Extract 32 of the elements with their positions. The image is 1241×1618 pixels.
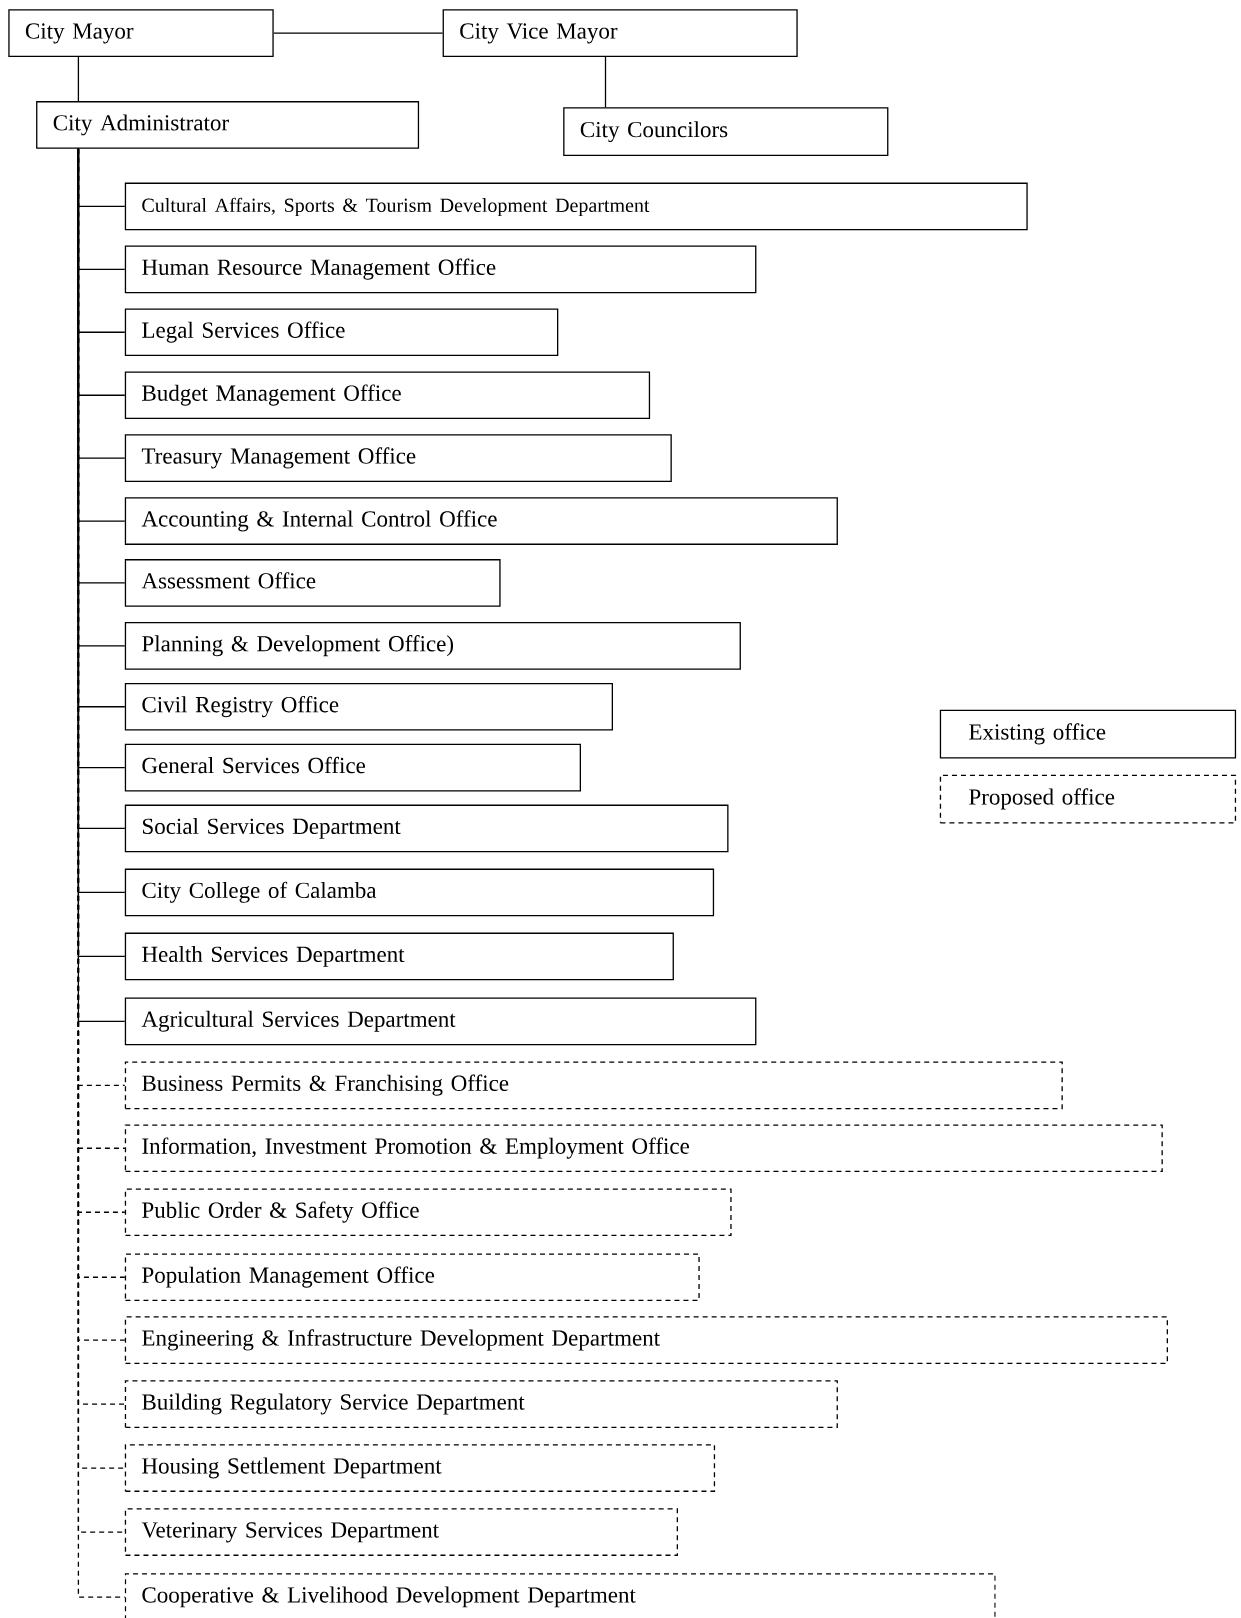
legend-item: Existing office [939,709,1237,759]
proposed-office-box: Veterinary Services Department [124,1508,678,1556]
office-box: General Services Office [124,743,581,792]
proposed-office-box: Engineering & Infrastructure Development Department [124,1316,1168,1364]
office-box: Social Services Department [124,804,729,853]
office-box: Assessment Office [124,559,501,607]
office-box: City Mayor [8,9,274,57]
proposed-office-box: Population Management Office [124,1253,700,1302]
proposed-office-box: Housing Settlement Department [124,1444,716,1492]
connector-line [77,56,80,102]
proposed-office-box: Information, Investment Promotion & Employment Office [124,1124,1163,1173]
office-box: Health Services Department [124,932,674,981]
office-box: Agricultural Services Department [124,997,757,1046]
proposed-office-box: Cooperative & Livelihood Development Department [124,1573,996,1618]
office-box: Human Resource Management Office [124,245,757,294]
office-box: Legal Services Office [124,308,559,357]
office-box: Civil Registry Office [124,682,613,731]
office-box: City Administrator [36,101,420,149]
proposed-office-box: Business Permits & Franchising Office [124,1061,1063,1110]
office-box: Accounting & Internal Control Office [124,497,838,545]
office-box: City Councilors [563,107,889,157]
office-box: City College of Calamba [124,868,715,917]
legend-item: Proposed office [939,774,1237,824]
connector-line [604,56,607,108]
proposed-office-box: Public Order & Safety Office [124,1188,732,1237]
connector-line [273,32,444,34]
office-box: Cultural Affairs, Sports & Tourism Development Department [124,182,1028,231]
office-box: Budget Management Office [124,371,651,420]
proposed-office-box: Building Regulatory Service Department [124,1380,838,1428]
office-box: Planning & Development Office) [124,622,741,670]
office-box: City Vice Mayor [442,9,798,57]
office-box: Treasury Management Office [124,434,672,482]
